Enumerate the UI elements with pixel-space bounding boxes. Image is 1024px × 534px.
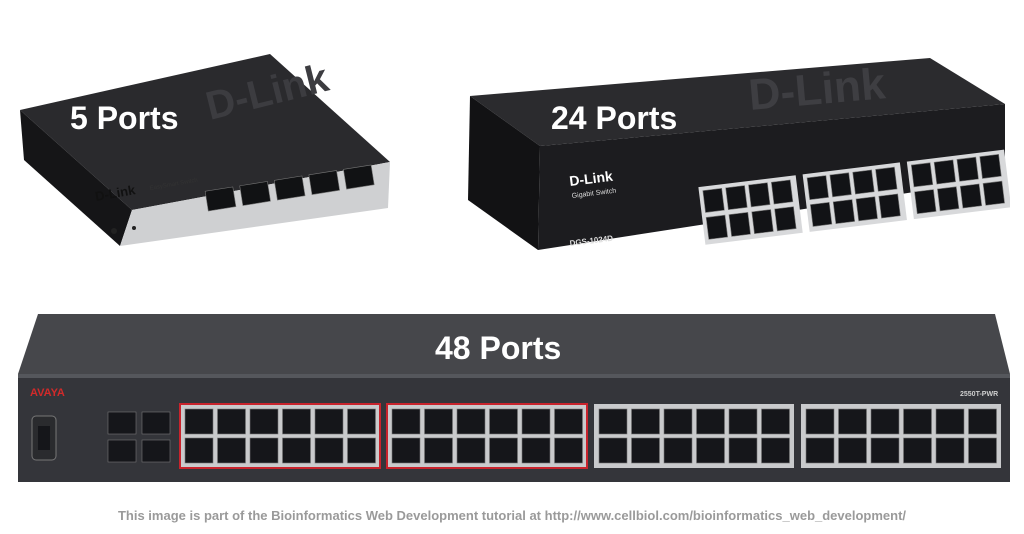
- ethernet-port: [870, 408, 900, 435]
- switch-48-ports-image: AVAYA 2550T-PWR: [18, 314, 1010, 482]
- ethernet-port: [598, 437, 628, 464]
- ethernet-port: [838, 408, 867, 435]
- ethernet-port: [770, 179, 794, 205]
- ethernet-port: [725, 185, 748, 211]
- ethernet-port: [748, 182, 771, 208]
- tutorial-caption: This image is part of the Bioinformatics…: [117, 508, 907, 523]
- ethernet-port: [878, 193, 901, 219]
- ethernet-port: [806, 175, 829, 201]
- ethernet-port: [217, 437, 246, 464]
- ethernet-port: [805, 408, 835, 435]
- ethernet-port: [968, 437, 997, 464]
- switch-48-brand: AVAYA: [30, 387, 65, 399]
- ethernet-port: [832, 199, 856, 225]
- ethernet-port: [728, 211, 751, 237]
- ethernet-port: [347, 408, 376, 435]
- ethernet-port: [424, 408, 453, 435]
- ethernet-port: [456, 408, 486, 435]
- ethernet-port: [728, 408, 758, 435]
- ethernet-port: [910, 162, 934, 188]
- label-48-ports: 48 Ports: [435, 330, 562, 366]
- svg-text:D-Link: D-Link: [747, 59, 888, 120]
- uplink-port: [107, 439, 137, 463]
- ethernet-port: [239, 181, 271, 206]
- ethernet-port: [631, 437, 660, 464]
- ethernet-port: [903, 408, 932, 435]
- ethernet-port: [903, 437, 932, 464]
- ethernet-port: [852, 169, 875, 195]
- ethernet-port: [249, 408, 279, 435]
- ethernet-port: [184, 437, 214, 464]
- ethernet-port: [761, 408, 790, 435]
- ethernet-port: [705, 214, 729, 240]
- ethernet-port: [521, 437, 551, 464]
- uplink-port: [141, 411, 171, 435]
- ethernet-port: [663, 437, 693, 464]
- label-5-ports: 5 Ports: [70, 100, 179, 136]
- ethernet-port: [933, 159, 956, 185]
- ethernet-port: [347, 437, 376, 464]
- ethernet-port: [979, 153, 1002, 179]
- switch-5-brand: D-Link: [94, 182, 137, 204]
- ethernet-port: [935, 408, 965, 435]
- ethernet-port: [456, 437, 486, 464]
- ethernet-port: [273, 175, 306, 201]
- switch-5-port-row: [204, 164, 375, 212]
- ethernet-port: [663, 408, 693, 435]
- ethernet-port: [314, 408, 344, 435]
- ethernet-port: [631, 408, 660, 435]
- ethernet-port: [935, 437, 965, 464]
- ethernet-port: [761, 437, 790, 464]
- ethernet-port: [870, 437, 900, 464]
- uplink-port: [141, 439, 171, 463]
- ethernet-port: [489, 408, 518, 435]
- ethernet-port: [751, 209, 774, 235]
- ethernet-port: [282, 437, 311, 464]
- ethernet-port: [424, 437, 453, 464]
- ethernet-port: [728, 437, 758, 464]
- ethernet-port: [204, 186, 237, 212]
- ethernet-port: [343, 164, 375, 190]
- ethernet-port: [282, 408, 311, 435]
- ethernet-port: [805, 437, 835, 464]
- ethernet-port: [702, 187, 725, 213]
- ethernet-port: [810, 201, 833, 227]
- ethernet-port: [554, 408, 583, 435]
- ethernet-port: [521, 408, 551, 435]
- ethernet-port: [968, 408, 997, 435]
- ethernet-port: [554, 437, 583, 464]
- uplink-port: [107, 411, 137, 435]
- ethernet-port: [391, 437, 421, 464]
- ethernet-port: [956, 156, 979, 182]
- ethernet-port: [314, 437, 344, 464]
- ethernet-port: [855, 196, 878, 222]
- ethernet-port: [696, 408, 725, 435]
- ethernet-port: [184, 408, 214, 435]
- switch-24-ports-image: D-Link D-Link Gigabit Switch DGS-1024D: [468, 58, 1010, 250]
- ethernet-port: [937, 186, 960, 212]
- ethernet-port: [696, 437, 725, 464]
- ethernet-port: [982, 180, 1005, 206]
- ethernet-port: [598, 408, 628, 435]
- switch-24-port-grid: [698, 149, 1010, 245]
- ethernet-port: [875, 166, 898, 192]
- ethernet-port: [829, 172, 852, 198]
- ethernet-port: [774, 206, 797, 232]
- ethernet-port: [249, 437, 279, 464]
- switch-5-ports-image: D-Link D-Link EasySmart Switch: [20, 54, 390, 246]
- switch-24-brand: D-Link: [568, 168, 613, 189]
- ethernet-port: [914, 189, 937, 215]
- ethernet-port: [217, 408, 246, 435]
- label-24-ports: 24 Ports: [551, 100, 678, 136]
- ethernet-port: [838, 437, 867, 464]
- ethernet-port: [489, 437, 518, 464]
- ethernet-port: [959, 183, 983, 209]
- switch-48-model: 2550T-PWR: [960, 391, 998, 398]
- ethernet-port: [391, 408, 421, 435]
- switch-48-port-grid: [107, 403, 1001, 469]
- ethernet-port: [308, 170, 340, 195]
